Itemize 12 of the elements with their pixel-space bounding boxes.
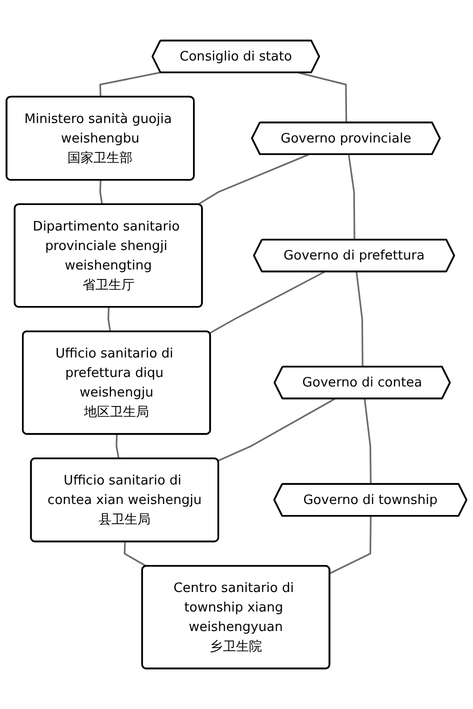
- connector: [124, 542, 147, 567]
- connector: [356, 272, 364, 368]
- connector: [364, 398, 372, 484]
- connector: [108, 307, 112, 332]
- connector: [218, 398, 336, 462]
- connector: [99, 72, 161, 98]
- connector: [116, 434, 120, 459]
- connector: [209, 271, 325, 334]
- connector: [197, 154, 309, 206]
- connector: [99, 180, 103, 205]
- connector: [330, 516, 372, 574]
- connector: [348, 154, 356, 240]
